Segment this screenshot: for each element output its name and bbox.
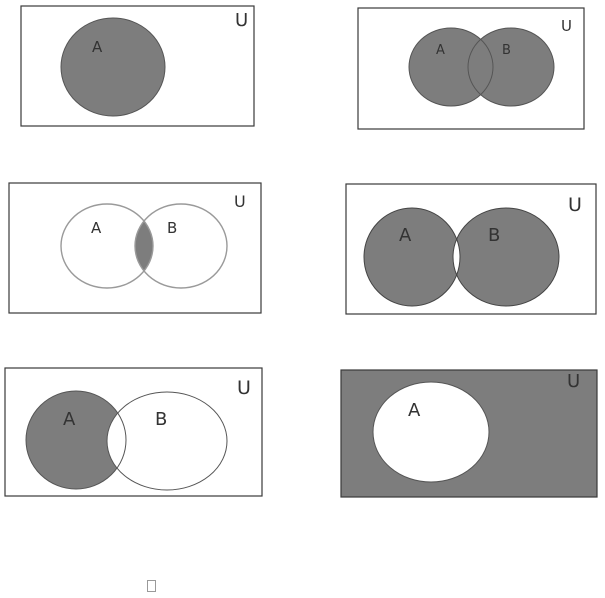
set-b-label: B [167,219,177,237]
set-a-circle [363,207,461,307]
set-b-circle [467,27,555,107]
venn-panel-a-minus-b: A B U [4,367,263,497]
universe-label: U [234,192,246,211]
set-a-circle [25,390,127,490]
set-a-circle [408,27,494,107]
set-b-circle [452,207,560,307]
set-b-label: B [488,225,500,246]
venn-panel-a-union-b: A B U [357,7,585,130]
set-a-circle [372,381,490,483]
placeholder-glyph [147,580,156,592]
universe-label: U [568,194,582,216]
set-a-circle [60,203,154,289]
set-b-region [453,208,559,306]
set-a-label: A [91,219,102,237]
universe-label: U [237,377,251,399]
universe-label: U [567,371,580,392]
set-b-circle [106,391,228,491]
venn-panel-a-intersect-b: A B U [8,182,262,314]
set-b-circle [134,203,228,289]
universe-label: U [235,10,248,31]
set-a-label: A [399,225,412,246]
set-b-region [468,28,554,106]
venn-panel-a: A U [20,5,255,127]
set-a-region [364,208,460,306]
set-b-label: B [155,409,167,430]
set-b-label: B [502,43,511,58]
venn-panel-complement-a: A U [340,369,598,498]
set-a-label: A [63,409,76,430]
set-a-label: A [436,43,445,58]
set-a-region [26,391,126,489]
set-a-region [409,28,493,106]
set-a-circle [60,17,166,117]
venn-panel-symmetric-difference: A B U [345,183,597,315]
set-b-cutout [107,392,227,490]
set-a-label: A [408,400,421,421]
set-a-label: A [92,38,103,56]
universe-label: U [561,17,572,35]
